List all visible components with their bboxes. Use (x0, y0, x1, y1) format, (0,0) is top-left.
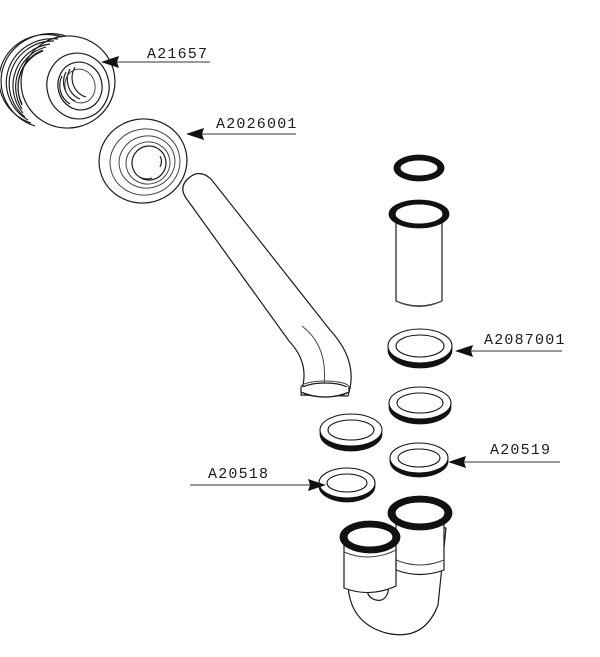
washer-a20519-bore (397, 448, 441, 468)
part-riser-tube (388, 199, 450, 307)
washer-mid-right-bore (396, 392, 444, 414)
label-a20518: A20518 (208, 466, 269, 483)
part-small-ring-top (393, 154, 445, 182)
label-a21657: A21657 (147, 46, 208, 63)
aerator-threads (0, 33, 67, 127)
riser-tube-body (395, 216, 443, 307)
trap-outlet-joint-line (395, 559, 445, 566)
trap-inlet-bore (346, 526, 394, 548)
washer-a20518-bore (326, 473, 368, 493)
spout-body (182, 172, 352, 397)
leader-arrowhead-a2087001 (455, 345, 473, 357)
flange-ring-4 (125, 141, 171, 185)
riser-tube-bore (394, 203, 444, 225)
label-a2026001: A2026001 (216, 116, 298, 133)
flange-notch-bottom (141, 177, 153, 180)
washer-mid-left-bore (327, 419, 375, 441)
label-a20519: A20519 (490, 442, 551, 459)
small-ring-top-inner (399, 159, 439, 177)
part-aerator-nut (0, 33, 116, 129)
callout-a2087001: A2087001 (455, 332, 566, 357)
flange-notch-right (159, 155, 163, 168)
callout-a21657: A21657 (101, 46, 210, 68)
spout-bend-line (301, 325, 326, 385)
part-p-trap (339, 495, 453, 636)
callout-a20518: A20518 (190, 466, 326, 491)
leader-arrowhead-a20518 (308, 479, 326, 491)
flange-bore (131, 145, 167, 181)
trap-inlet-joint-line (343, 549, 397, 558)
flange-ring-3 (118, 135, 176, 189)
part-washer-a20518 (318, 467, 376, 503)
callout-a20519: A20519 (448, 442, 560, 468)
flange-ring-2 (109, 128, 181, 196)
leader-arrowhead-a2026001 (186, 128, 204, 140)
riser-tube-bottom-edge (395, 300, 443, 307)
callout-a2026001: A2026001 (186, 116, 298, 140)
label-a2087001: A2087001 (484, 332, 566, 349)
aerator-bore-threads (59, 66, 87, 105)
part-washer-mid-right (388, 386, 452, 425)
trap-outlet-bore (394, 501, 446, 525)
part-escutcheon-flange (98, 118, 188, 204)
leader-arrowhead-a20519 (448, 456, 466, 468)
leader-arrowhead-a21657 (101, 56, 119, 68)
part-washer-a20519 (389, 442, 449, 478)
part-washer-a2087001 (387, 328, 453, 369)
part-spout-tube (182, 172, 352, 398)
spout-outlet-collar (300, 387, 350, 398)
aerator-bore-inner (64, 68, 96, 104)
washer-a2087001-bore (395, 334, 445, 358)
part-washer-mid-left (319, 413, 383, 452)
